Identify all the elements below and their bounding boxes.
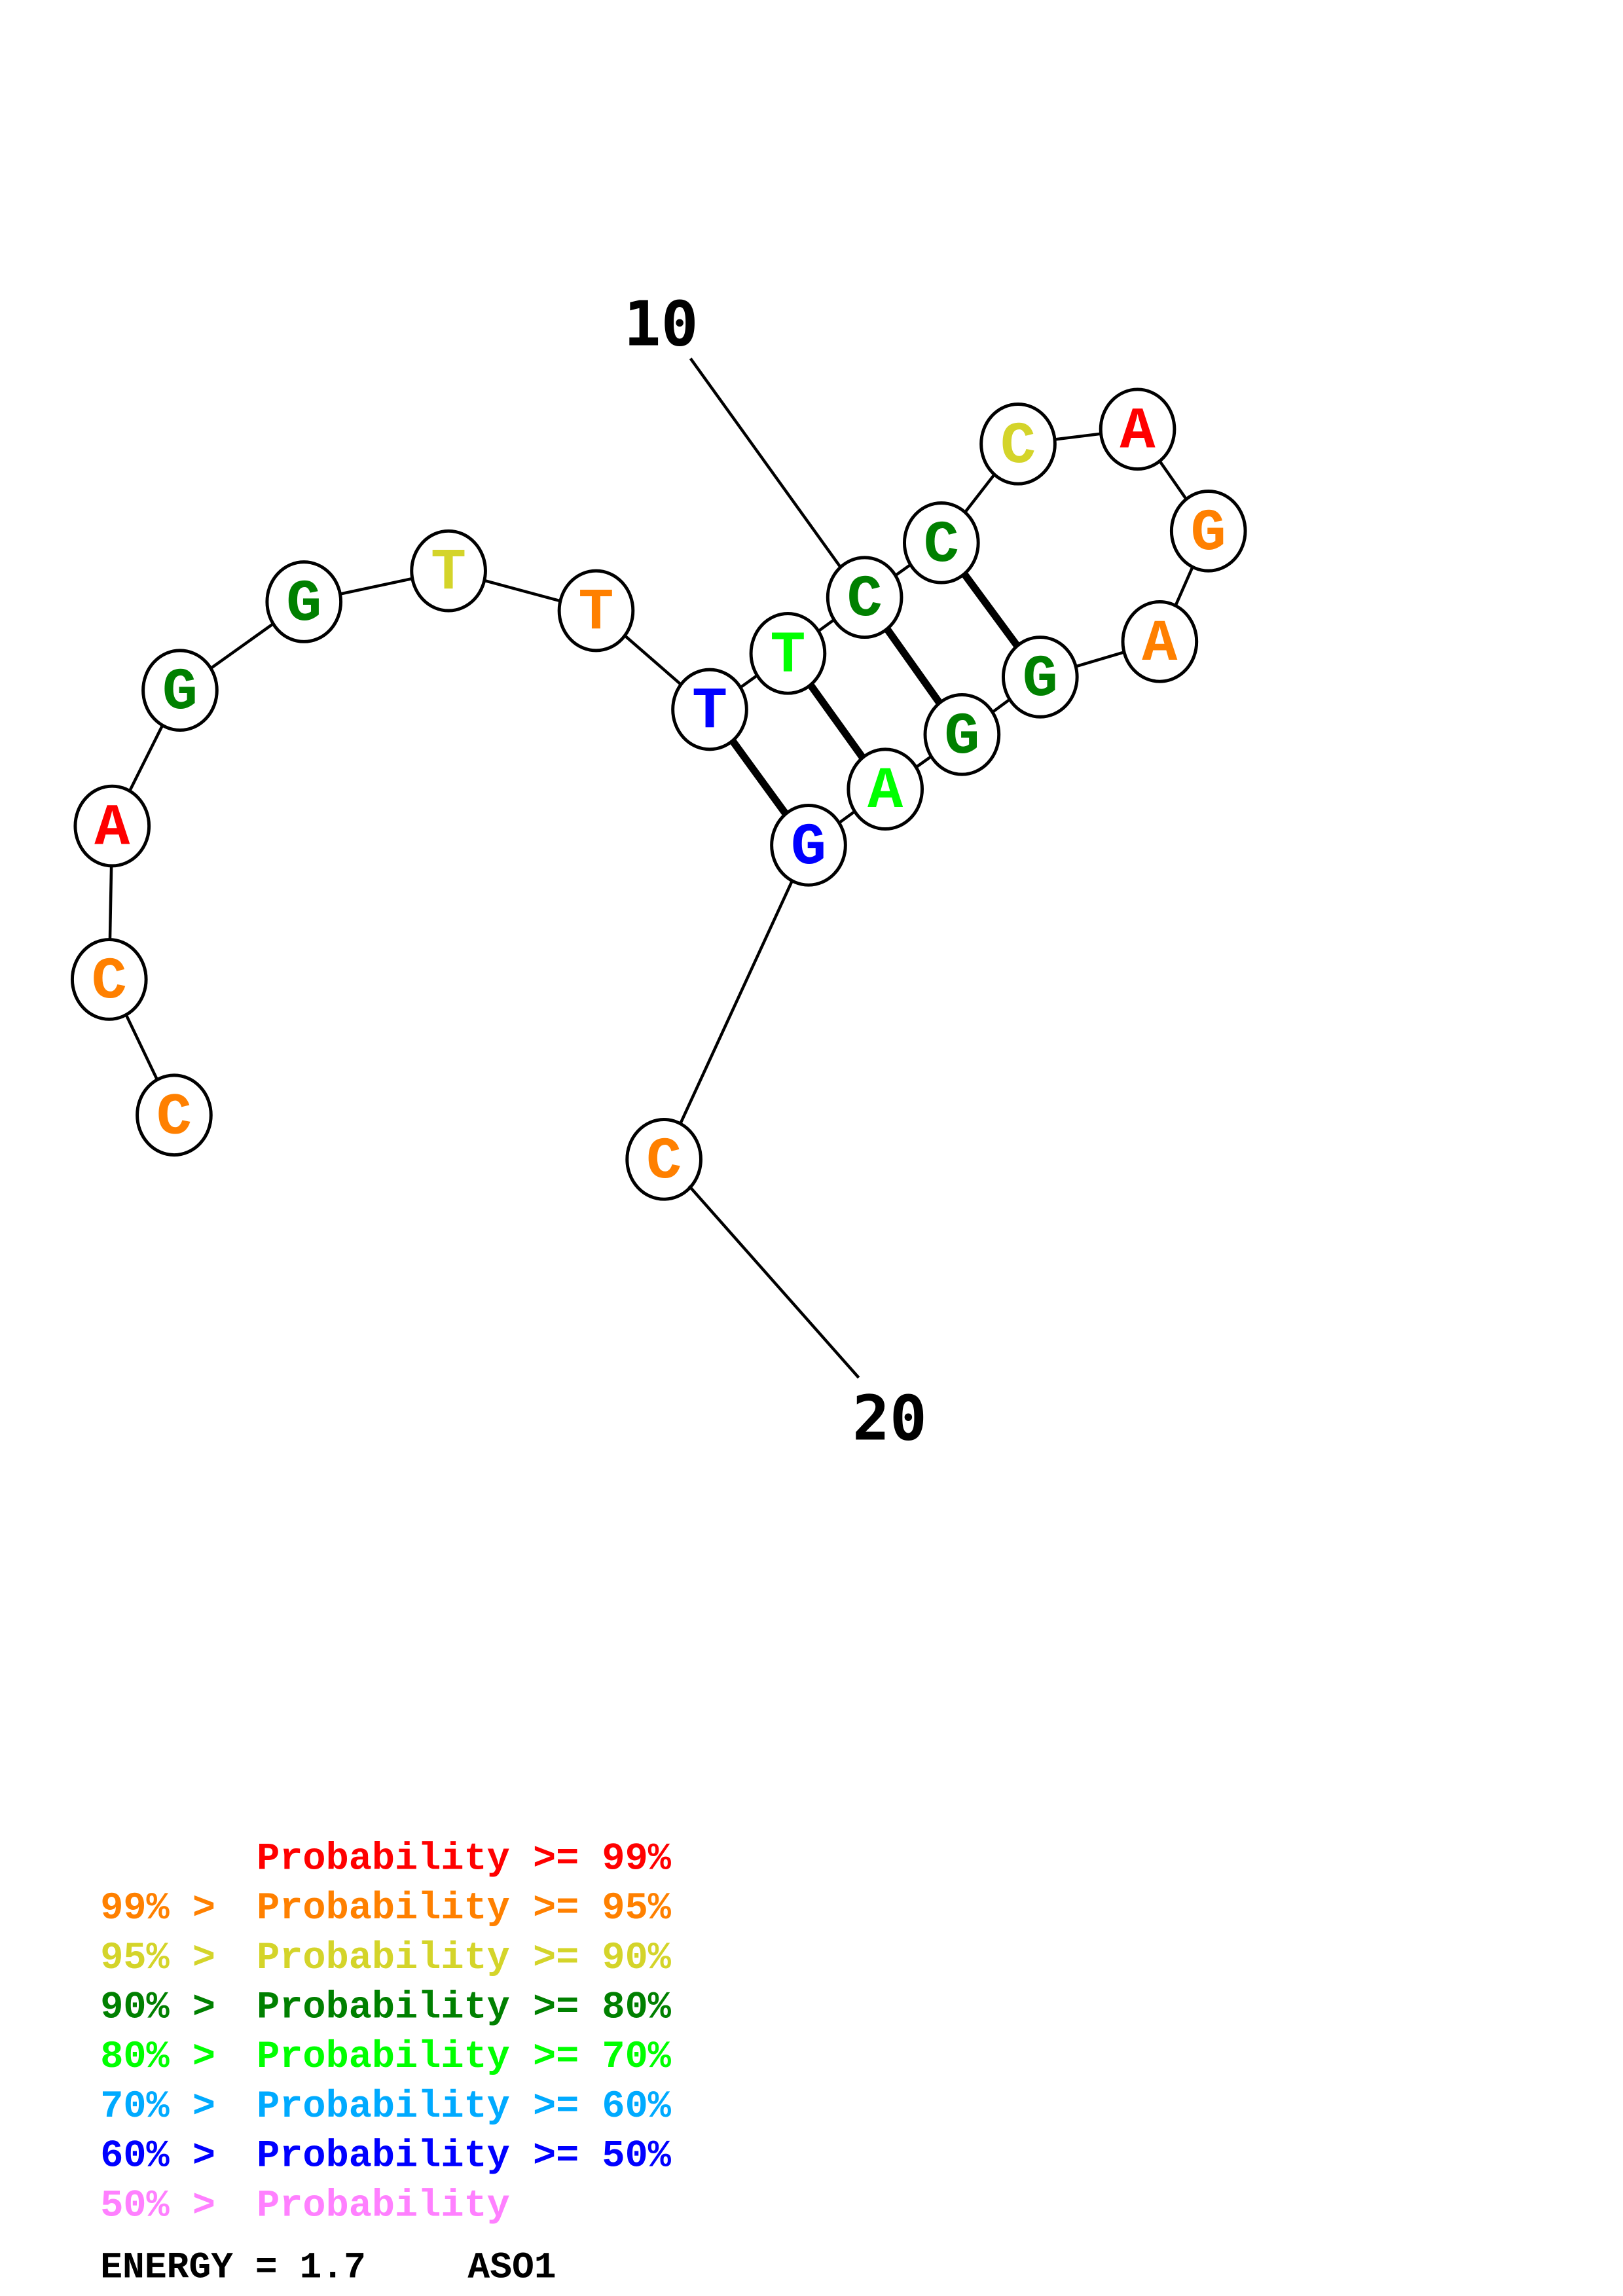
nucleotide-circle: [141, 649, 219, 732]
nucleotide-7: T: [557, 569, 635, 653]
nucleotide-6: T: [410, 529, 487, 613]
nucleotide-base: C: [156, 1085, 192, 1151]
legend-prefix: 90% >: [100, 1986, 215, 2030]
nucleotide-19: G: [770, 804, 847, 887]
legend-prefix: 95% >: [100, 1936, 215, 1980]
backbone-link: [663, 844, 811, 1160]
nucleotide-circle: [1169, 489, 1247, 573]
legend-range: Probability >= 90%: [257, 1936, 672, 1980]
nucleotide-16: G: [1001, 636, 1079, 719]
legend-prefix: 99% >: [100, 1886, 215, 1930]
nucleotide-20: C: [625, 1118, 702, 1201]
nucleotide-base: G: [162, 660, 198, 726]
nucleotide-15: A: [1121, 600, 1199, 683]
nucleotide-base: G: [1191, 501, 1226, 567]
nucleotide-base: G: [944, 704, 979, 771]
index-20-pointer: [687, 1185, 860, 1379]
nucleotide-base: A: [1142, 611, 1178, 678]
nucleotide-base: T: [692, 679, 727, 746]
nucleotide-5: G: [265, 560, 343, 643]
legend-prefix: 80% >: [100, 2035, 215, 2079]
index-10-pointer: [689, 357, 843, 569]
legend-range: Probability >= 50%: [257, 2134, 672, 2178]
nucleotide-base: A: [94, 796, 130, 863]
nucleotide-3: A: [73, 784, 151, 868]
nucleotide-circle: [847, 747, 924, 831]
nucleotide-base: T: [578, 581, 613, 647]
nucleotide-circle: [73, 784, 151, 868]
legend-prefix: 50% >: [100, 2183, 215, 2227]
nucleotide-circle: [749, 612, 827, 695]
energy-label: ENERGY = 1.7: [100, 2247, 366, 2289]
nucleotide-base: T: [770, 623, 805, 690]
nucleotide-base: G: [791, 815, 826, 882]
nucleotide-17: G: [923, 692, 1001, 776]
nucleotide-18: A: [847, 747, 924, 831]
nucleotide-circle: [671, 668, 748, 751]
legend-range: Probability >= 70%: [257, 2035, 672, 2079]
nucleotide-11: C: [902, 501, 980, 584]
backbone: [107, 427, 1210, 1160]
nucleotide-circle: [979, 403, 1057, 486]
nucleotide-base: C: [924, 512, 959, 579]
index-10-label: 10: [624, 288, 699, 360]
nucleotide-13: A: [1099, 387, 1176, 471]
nucleotide-base: C: [1000, 414, 1036, 480]
nucleotide-base: G: [1023, 647, 1058, 713]
nucleotide-circle: [1121, 600, 1199, 683]
legend-range: Probability: [257, 2183, 510, 2227]
nucleotide-base: C: [92, 949, 127, 1016]
nucleotide-2: C: [70, 938, 148, 1021]
nucleotide-1: C: [136, 1073, 213, 1157]
nucleotide-base: C: [847, 567, 883, 634]
nucleotide-circle: [625, 1118, 702, 1201]
legend-range: Probability >= 99%: [257, 1837, 672, 1880]
nucleotide-base: G: [286, 571, 321, 638]
nucleotide-circle: [557, 569, 635, 653]
nucleotide-circle: [1001, 636, 1079, 719]
nucleotide-circle: [70, 938, 148, 1021]
nucleotide-circle: [410, 529, 487, 613]
nucleotide-circle: [902, 501, 980, 584]
nucleotide-8: T: [671, 668, 748, 751]
nucleotide-circle: [136, 1073, 213, 1157]
legend-range: Probability >= 80%: [257, 1986, 672, 2030]
nucleotide-base: C: [646, 1129, 682, 1196]
nucleotide-base: T: [431, 541, 466, 607]
index-20-label: 20: [852, 1383, 927, 1455]
nucleotide-circle: [1099, 387, 1176, 471]
nucleotide-circle: [923, 692, 1001, 776]
nucleotide-circle: [826, 556, 903, 639]
nucleotide-14: G: [1169, 489, 1247, 573]
nucleotide-circle: [265, 560, 343, 643]
legend-range: Probability >= 60%: [257, 2085, 672, 2128]
legend-range: Probability >= 95%: [257, 1886, 672, 1930]
nucleotide-12: C: [979, 403, 1057, 486]
legend-prefix: 70% >: [100, 2085, 215, 2128]
nucleotide-base: A: [1120, 399, 1156, 465]
nucleotide-4: G: [141, 649, 219, 732]
nucleotide-circle: [770, 804, 847, 887]
sequence-name: ASO1: [467, 2247, 556, 2289]
nucleotide-9: T: [749, 612, 827, 695]
legend-prefix: 60% >: [100, 2134, 215, 2178]
nucleotide-base: A: [867, 759, 903, 825]
probability-legend: Probability >= 99% 99% > Probability >= 95…: [100, 1837, 671, 2227]
nucleotide-10: C: [826, 556, 903, 639]
